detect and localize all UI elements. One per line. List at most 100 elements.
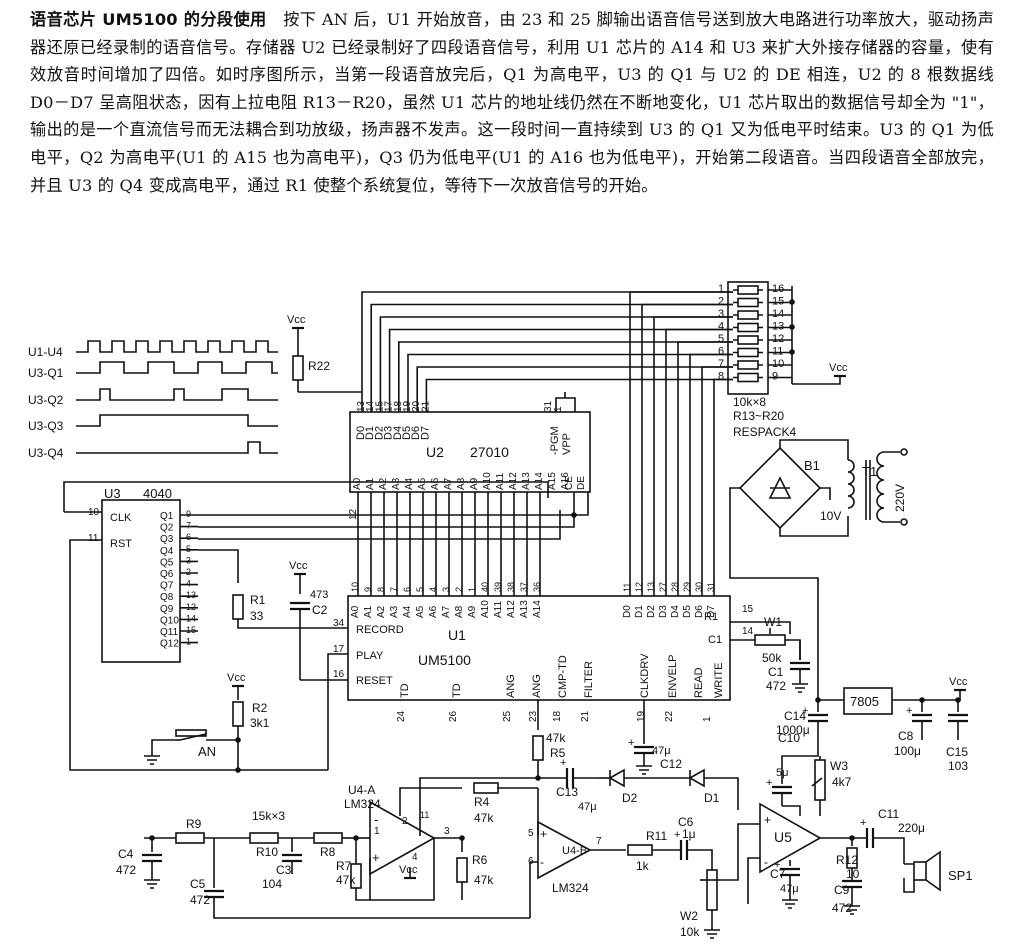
- r1-label: R1: [250, 593, 266, 607]
- c5-value: 472: [190, 893, 210, 907]
- u3-pinnum: 2: [186, 567, 191, 577]
- u2-pin-a7: A7: [443, 477, 454, 490]
- c3-capacitor: [282, 853, 302, 863]
- u1-pin-d4: D4: [670, 605, 681, 618]
- u1-pinnum: 22: [664, 710, 675, 722]
- description-paragraph: 语音芯片 UM5100 的分段使用 按下 AN 后，U1 开始放音，由 23 和…: [30, 6, 994, 199]
- t1-label: T1: [862, 464, 877, 479]
- u1-pin-d6: D6: [694, 605, 705, 618]
- u1-pin-a1: A1: [363, 605, 374, 618]
- c6-label: C6: [678, 815, 694, 829]
- u4b-plus: +: [540, 827, 547, 841]
- u1-pin-a11: A11: [493, 601, 504, 618]
- u4b-opamp: [537, 820, 592, 880]
- vcc-label: Vcc: [829, 362, 848, 374]
- u5-plus: +: [764, 813, 771, 827]
- c12-value: 47μ: [652, 745, 671, 757]
- u1-pin-envelp: ENVELP: [667, 655, 679, 698]
- c10-value: 5μ: [776, 767, 788, 779]
- u1-data-line: [689, 353, 733, 596]
- w3-value: 4k7: [832, 775, 852, 789]
- junction-dot: [789, 349, 795, 355]
- polarity-mark: +: [860, 817, 866, 829]
- play-wire: [327, 653, 348, 770]
- respack-pin-13: 13: [772, 321, 784, 333]
- r6-resistor: [456, 857, 468, 883]
- u3-pinnum: 4: [186, 579, 191, 589]
- u2-pin-a6: A6: [430, 477, 441, 490]
- timing-wave-q3: [76, 414, 278, 427]
- r6-value: 47k: [474, 873, 494, 887]
- u2-pin-d4: D4: [392, 426, 404, 440]
- u4b-part: LM324: [552, 881, 589, 895]
- junction-dot: [919, 697, 925, 703]
- u2-pin-a0: A0: [352, 477, 363, 490]
- u3-part: 4040: [143, 486, 172, 501]
- u1-pinnum: 19: [636, 710, 647, 722]
- sp1-speaker-magnet: [913, 861, 927, 881]
- u1-pinnum: 7: [389, 587, 399, 592]
- u4a-pinnum: 4: [412, 852, 418, 863]
- junction-dot: [955, 697, 961, 703]
- c3-label: C3: [276, 863, 292, 877]
- u1-pin-td: TD: [399, 683, 411, 698]
- junction-dot: [789, 299, 795, 305]
- u3-pinnum: 13: [186, 590, 196, 600]
- c6-value: 1μ: [682, 827, 696, 841]
- u1-pin-d0: D0: [622, 605, 633, 618]
- u3-pin-q8: Q8: [160, 592, 174, 603]
- an-label: AN: [198, 744, 216, 759]
- u1-pinnum: 34: [333, 618, 345, 629]
- wire: [419, 760, 539, 836]
- w2-label: W2: [680, 909, 698, 923]
- u7805-regulator: [843, 687, 893, 715]
- u1-pinnum: 39: [493, 582, 503, 592]
- u3-pin-clk: CLK: [110, 512, 132, 524]
- u1-pin-reset: RESET: [356, 675, 393, 687]
- r11-label: R11: [646, 829, 667, 843]
- u1-pinnum: 25: [502, 710, 513, 722]
- respack-pin-6: 6: [718, 346, 724, 358]
- u1-pinnum: 23: [528, 710, 539, 722]
- r12-label: R12: [836, 853, 858, 867]
- u1-ic-body: [347, 595, 731, 701]
- u2-pin-a1: A1: [365, 477, 376, 490]
- wire: [434, 837, 463, 852]
- timing-label-u1-u4: U1-U4: [28, 345, 63, 359]
- r2-resistor: [232, 701, 244, 727]
- vcc-label: Vcc: [287, 314, 306, 326]
- u1-pinnum: 18: [552, 710, 563, 722]
- respack-name: RESPACK4: [733, 425, 796, 439]
- u1-pin-a5: A5: [415, 605, 426, 618]
- c11-value: 220μ: [898, 821, 925, 835]
- r1-value: 33: [250, 609, 264, 623]
- r2-value: 3k1: [250, 716, 270, 730]
- c7-label: C7: [770, 867, 786, 881]
- u2-part: 27010: [470, 444, 509, 460]
- u1-pinnum: 28: [670, 582, 680, 592]
- u2-pinnum: 1: [553, 406, 564, 412]
- junction-dot: [571, 512, 577, 518]
- u3-pinnum: 11: [88, 533, 99, 544]
- respack-element: [737, 372, 759, 383]
- u1-pin-a2: A2: [376, 605, 387, 618]
- r4-resistor: [473, 782, 499, 794]
- u1-pin-ang: ANG: [505, 674, 517, 698]
- c10-label: C10: [778, 731, 800, 745]
- respack-value: 10k×8: [733, 395, 766, 409]
- ground-symbol: [704, 929, 720, 939]
- u2-pin-pgm: -PGM: [549, 426, 561, 455]
- u1-pinnum: 3: [441, 587, 451, 592]
- respack-pin-5: 5: [718, 333, 724, 345]
- u1-pinnum: 1: [702, 716, 713, 722]
- timing-label-u3-q4: U3-Q4: [28, 446, 64, 460]
- c8-label: C8: [898, 729, 914, 743]
- b1-diode: [768, 476, 792, 499]
- polarity-mark: +: [766, 777, 772, 789]
- respack-element: [737, 335, 759, 345]
- b1-ac-bot: [779, 516, 849, 537]
- sp1-wire: [903, 863, 915, 893]
- u1-pin-cmp-td: CMP-TD: [557, 655, 569, 698]
- u1-pinnum: 8: [376, 587, 386, 592]
